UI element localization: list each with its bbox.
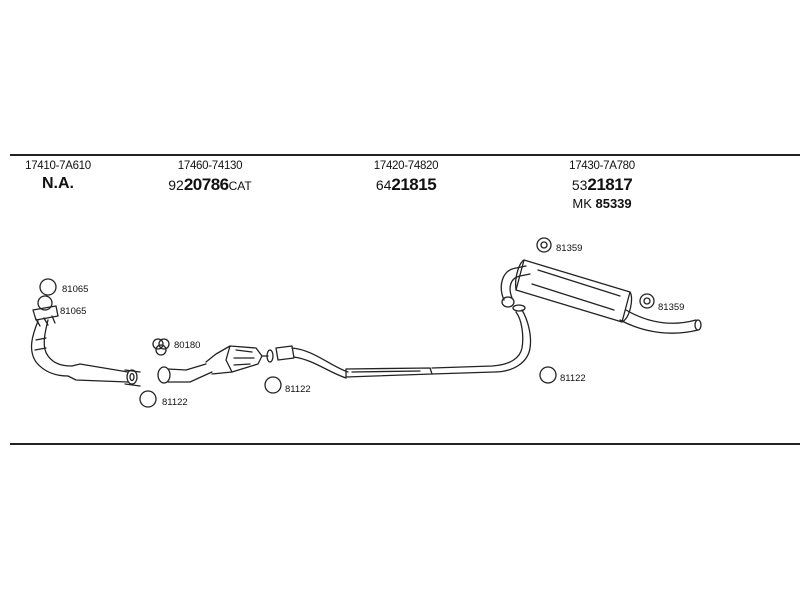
- callout-label: 81065: [60, 306, 86, 317]
- part-block-front-pipe: 17410-7A610 N.A.: [12, 160, 104, 193]
- callout-label: 81359: [658, 302, 684, 313]
- part-number-prefix: 64: [375, 177, 392, 193]
- callout-circle: [536, 237, 552, 253]
- mounting-kit-main: 85339: [595, 196, 632, 211]
- part-number-suffix: CAT: [228, 179, 252, 193]
- oe-number: 17460-74130: [177, 160, 243, 172]
- callout-label: 80180: [174, 340, 200, 351]
- callout-label: 81122: [162, 397, 188, 408]
- oe-number: 17420-74820: [373, 160, 439, 172]
- part-block-catalytic-converter: 17460-74130 9220786CAT: [160, 160, 260, 195]
- mounting-kit-number: MK 85339: [556, 196, 648, 211]
- callout-circle: [539, 366, 557, 384]
- callout-circle: [37, 295, 53, 311]
- callout-circle: [155, 344, 167, 356]
- part-number-main: 20786: [183, 175, 229, 194]
- callout-label: 81359: [556, 243, 582, 254]
- part-number-prefix: 53: [571, 177, 588, 193]
- bottom-divider: [10, 443, 800, 445]
- rear-silencer-drawing: [500, 259, 702, 334]
- part-number-main: N.A.: [42, 175, 74, 192]
- part-number-prefix: 92: [168, 177, 184, 193]
- callout-circle: [639, 293, 655, 309]
- oe-number: 17410-7A610: [25, 160, 91, 172]
- part-number: 5321817: [556, 175, 648, 195]
- callout-label: 81122: [285, 384, 311, 395]
- part-number: 6421815: [360, 175, 452, 195]
- top-divider: [10, 154, 800, 156]
- callout-circle: [39, 278, 57, 296]
- callout-label: 81065: [62, 284, 88, 295]
- part-block-rear-silencer: 17430-7A780 5321817 MK 85339: [556, 160, 648, 211]
- callout-circle: [264, 376, 282, 394]
- front-pipe-drawing: [30, 305, 141, 387]
- callout-circle: [139, 390, 157, 408]
- middle-pipe-drawing: [275, 304, 532, 379]
- part-block-middle-pipe: 17420-74820 6421815: [360, 160, 452, 195]
- callout-circle: [158, 338, 170, 350]
- callout-label: 81122: [560, 373, 586, 384]
- catalytic-converter-drawing: [157, 345, 274, 384]
- oe-number: 17430-7A780: [569, 160, 635, 172]
- part-number-main: 21815: [391, 175, 437, 194]
- part-number: N.A.: [12, 175, 104, 193]
- mounting-kit-prefix: MK: [572, 196, 592, 211]
- part-number: 9220786CAT: [160, 175, 260, 195]
- callout-circle: [152, 338, 164, 350]
- part-number-main: 21817: [587, 175, 633, 194]
